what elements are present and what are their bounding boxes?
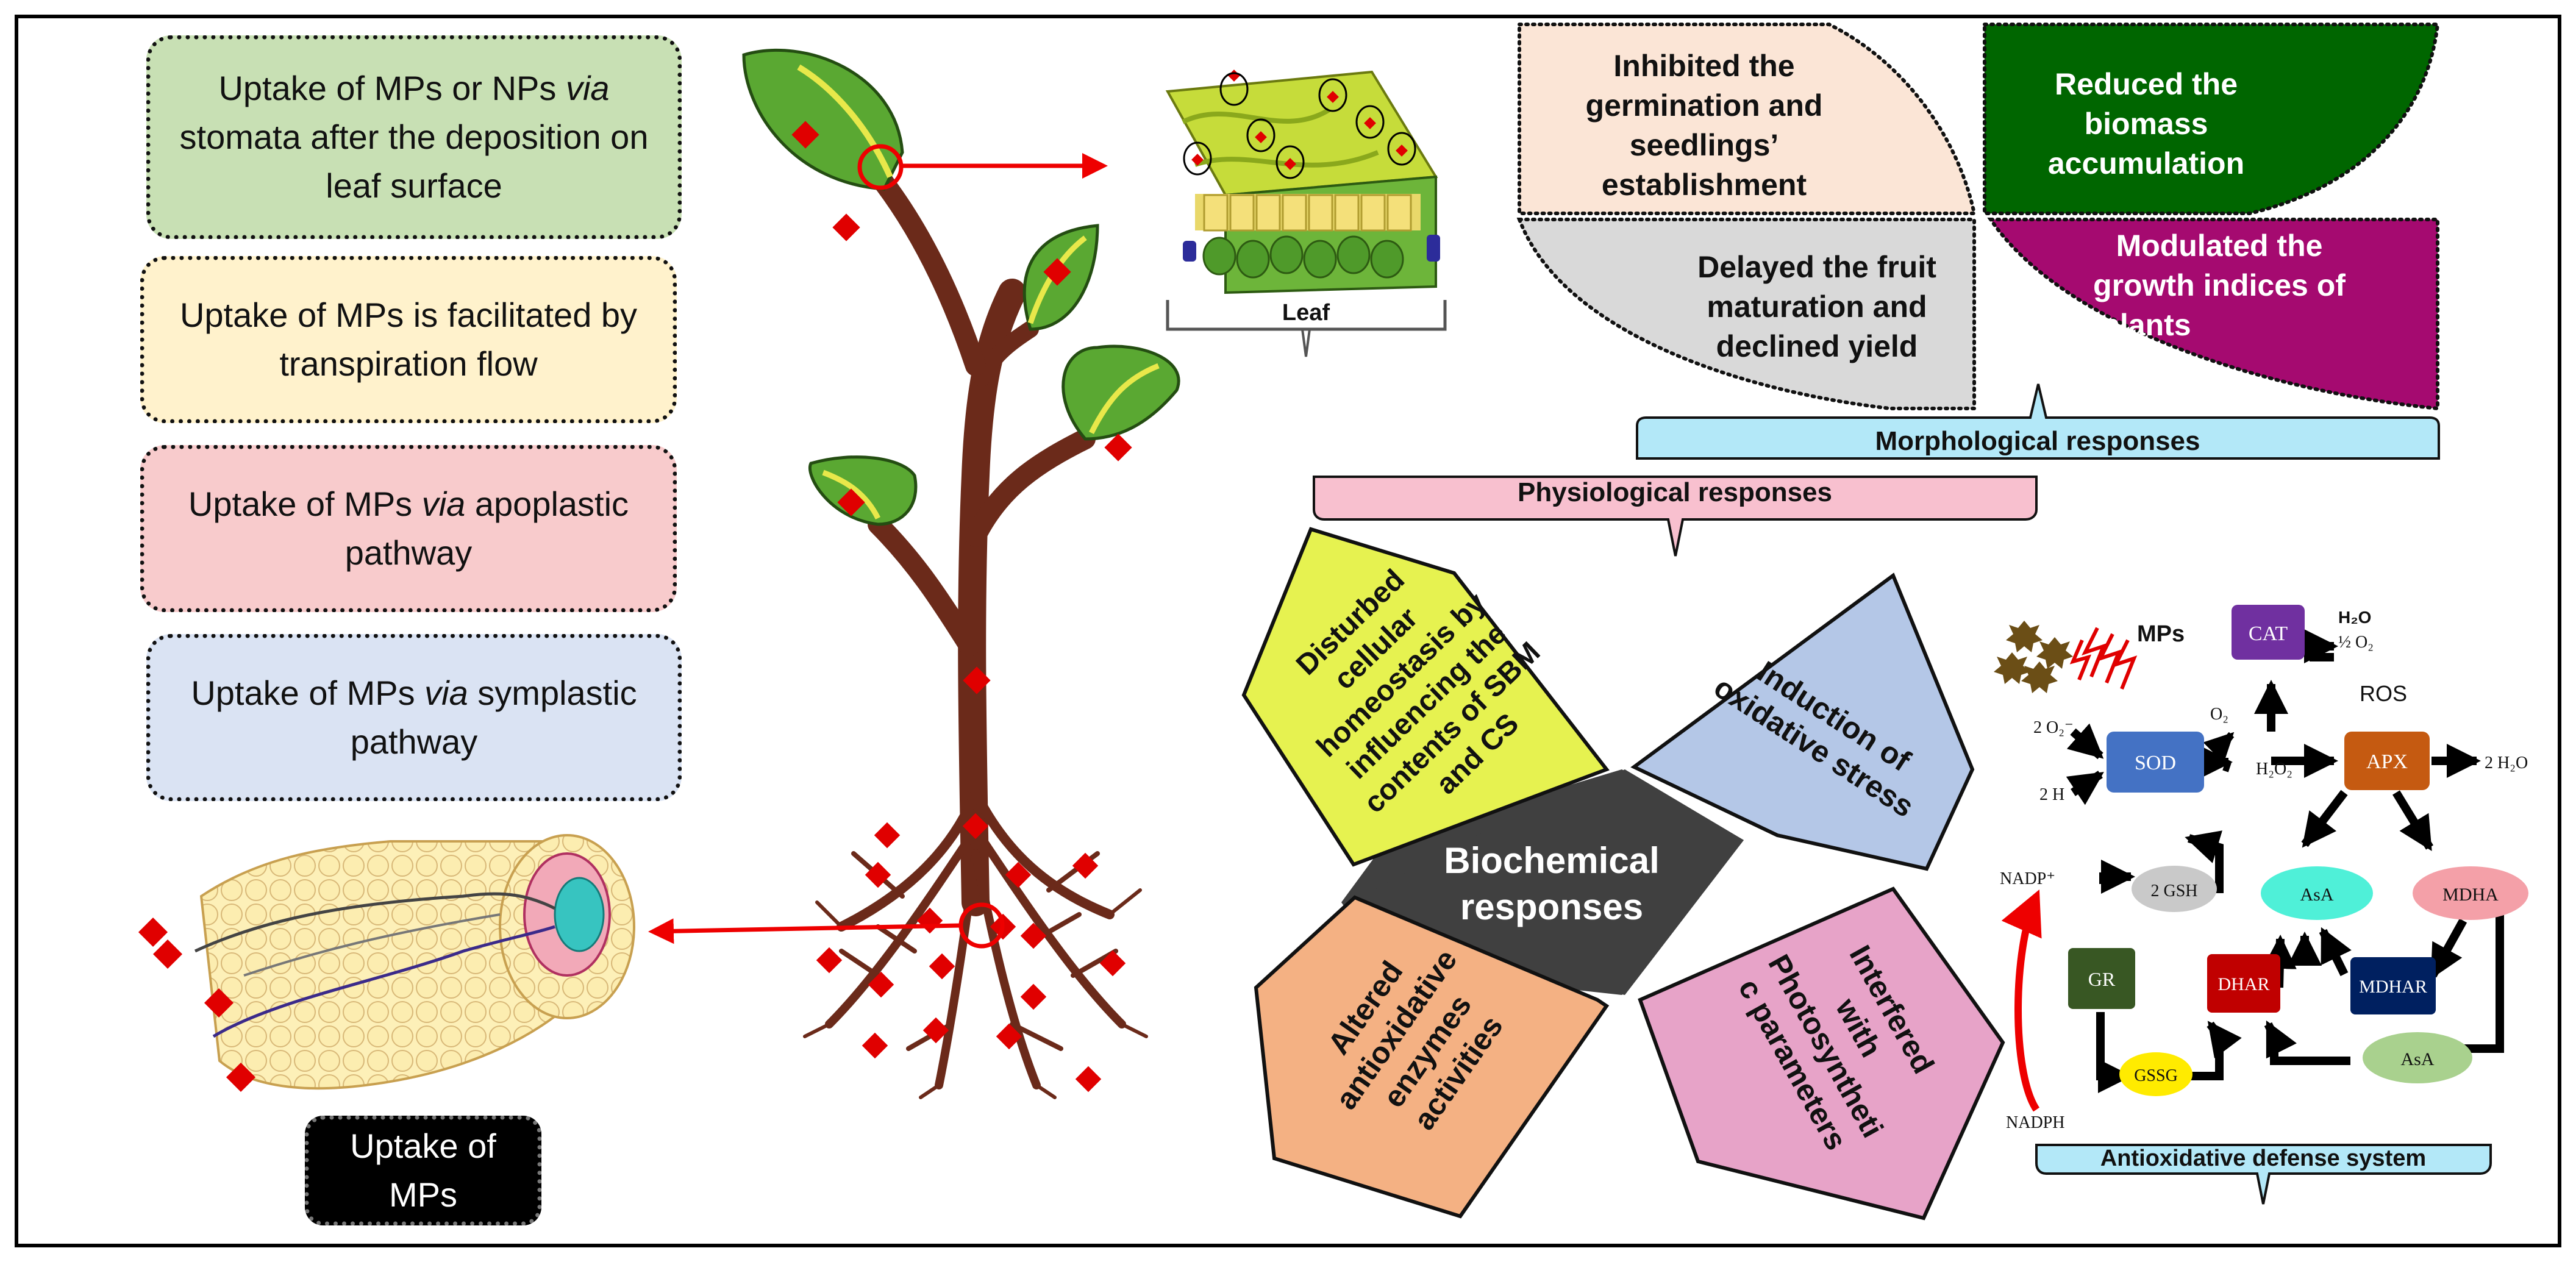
uptake-mps-label-box: Uptake of MPs xyxy=(305,1116,541,1225)
mps-fragment-icon xyxy=(2069,627,2138,690)
o2-minus-label: 2 O₂⁻ xyxy=(2033,718,2074,737)
uptake-stomata-text-b: stomata after the deposition on leaf sur… xyxy=(179,118,649,205)
gsh-node xyxy=(2132,866,2217,912)
uptake-apoplastic-via: via xyxy=(421,485,466,523)
biochemical-center-line-2: responses xyxy=(1460,886,1643,927)
uptake-apoplastic-box: Uptake of MPs via apoplastic pathway xyxy=(140,445,677,612)
plant-illustration xyxy=(648,49,1180,1099)
morph-fruit-line-3: declined yield xyxy=(1716,329,1918,363)
morph-fruit-line-2: maturation and xyxy=(1707,290,1927,324)
morph-germination-line-4: establishment xyxy=(1602,168,1807,202)
two-h-label: 2 H xyxy=(2039,785,2064,804)
dhar-label: DHAR xyxy=(2217,974,2269,994)
half-o2-label: ½ O₂ xyxy=(2338,633,2374,652)
root-cross-section xyxy=(138,834,635,1093)
morphological-responses: Inhibited the germination and seedlings’… xyxy=(1516,23,2440,460)
uptake-stomata-box: Uptake of MPs or NPs via stomata after t… xyxy=(146,35,682,239)
gr-node xyxy=(2068,948,2135,1009)
uptake-apoplastic-text-a: Uptake of MPs xyxy=(188,485,422,523)
biochemical-responses: Biochemical responses Disturbed cellular… xyxy=(1241,527,2005,1221)
morph-biomass-line-1: Reduced the xyxy=(2055,67,2238,101)
gssg-node xyxy=(2119,1052,2192,1096)
apx-node xyxy=(2344,732,2430,790)
uptake-symplastic-text-a: Uptake of MPs xyxy=(191,674,425,712)
asa-bottom-node xyxy=(2363,1032,2472,1083)
asa-bottom-label: AsA xyxy=(2400,1049,2434,1069)
h2o2-label-b: H₂O₂ xyxy=(2256,760,2292,779)
gsh-label: 2 GSH xyxy=(2150,882,2197,900)
morph-germination-line-2: germination and xyxy=(1586,88,1823,123)
morph-germination-line-1: Inhibited the xyxy=(1613,49,1794,83)
h2o-top-label: H₂O xyxy=(2338,608,2371,627)
morph-biomass-line-2: biomass xyxy=(2085,107,2208,141)
morph-growth-line-1: Modulated the xyxy=(2116,229,2323,263)
cat-label: CAT xyxy=(2249,622,2288,645)
physiological-responses-title: Physiological responses xyxy=(1518,477,1832,507)
uptake-mps-label: Uptake of MPs xyxy=(350,1127,496,1214)
uptake-symplastic-text-b: symplastic pathway xyxy=(350,674,637,761)
uptake-stomata-text-a: Uptake of MPs or NPs xyxy=(218,69,566,107)
leaf-label: Leaf xyxy=(1282,300,1330,326)
uptake-symplastic-via: via xyxy=(424,674,468,712)
mps-label: MPs xyxy=(2137,621,2185,647)
mdha-label: MDHA xyxy=(2442,885,2499,905)
uptake-symplastic-box: Uptake of MPs via symplastic pathway xyxy=(146,634,682,801)
gssg-label: GSSG xyxy=(2134,1066,2178,1085)
uptake-transpiration-box: Uptake of MPs is facilitated by transpir… xyxy=(140,256,677,423)
asa-top-node xyxy=(2261,866,2373,920)
mdha-node xyxy=(2413,866,2528,920)
morph-growth-line-2: growth indices of xyxy=(2093,268,2346,302)
cat-node xyxy=(2232,605,2305,660)
o2-label: O₂ xyxy=(2210,705,2228,724)
antioxidative-defense-title: Antioxidative defense system xyxy=(2100,1146,2426,1171)
nadph-label: NADPH xyxy=(2006,1113,2064,1132)
morph-growth-line-3: plants xyxy=(2101,308,2191,342)
mdhar-label: MDHAR xyxy=(2359,977,2427,997)
mps-particle-icon xyxy=(1994,621,2073,693)
leaf-cross-section: Leaf xyxy=(1165,70,1447,357)
uptake-stomata-via: via xyxy=(565,69,610,107)
mdhar-node xyxy=(2350,957,2436,1014)
apx-label: APX xyxy=(2366,750,2408,773)
gr-label: GR xyxy=(2088,968,2116,990)
asa-top-label: AsA xyxy=(2300,885,2333,905)
morph-germination-line-3: seedlings’ xyxy=(1630,128,1779,162)
h2o-right-label: 2 H₂O xyxy=(2485,754,2528,772)
antioxidative-defense-system: MPs xyxy=(1994,605,2528,1205)
sod-label: SOD xyxy=(2135,752,2176,774)
morphological-responses-title: Morphological responses xyxy=(1875,426,2200,456)
biochemical-center-line-1: Biochemical xyxy=(1444,840,1659,881)
figure-border xyxy=(15,15,2561,1247)
physiological-responses-bracket: Physiological responses xyxy=(1313,476,2038,557)
dhar-node xyxy=(2207,954,2280,1013)
ros-label: ROS xyxy=(2360,681,2407,706)
sod-node xyxy=(2107,732,2204,793)
morph-fruit-line-1: Delayed the fruit xyxy=(1697,250,1936,284)
uptake-transpiration-text: Uptake of MPs is facilitated by transpir… xyxy=(179,296,638,383)
nadp-label: NADP⁺ xyxy=(2000,869,2055,888)
uptake-apoplastic-text-b: apoplastic pathway xyxy=(344,485,629,572)
morph-biomass-line-3: accumulation xyxy=(2048,146,2244,180)
